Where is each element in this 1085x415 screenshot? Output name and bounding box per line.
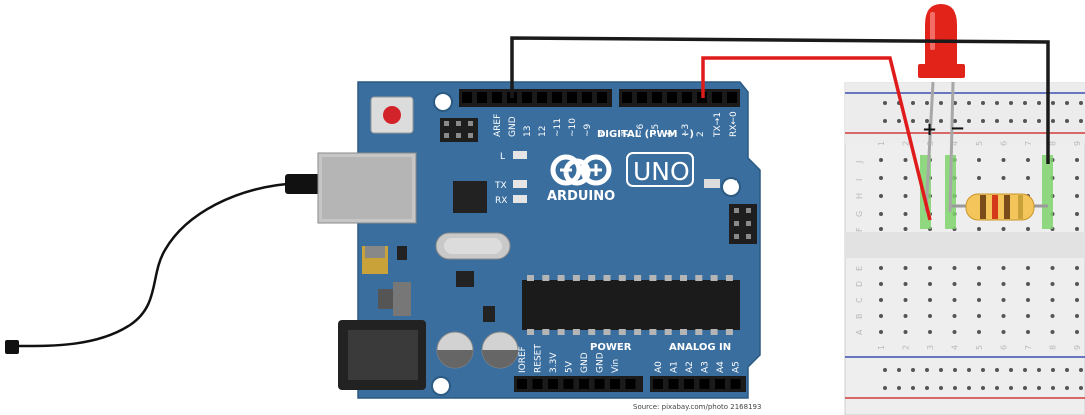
led-l-label: L — [500, 152, 505, 162]
svg-text:6: 6 — [1000, 345, 1009, 350]
svg-text:9: 9 — [1073, 141, 1082, 146]
red-led — [918, 4, 965, 213]
pin-label: A1 — [670, 361, 680, 373]
highlight-column-resistor — [1042, 155, 1053, 229]
pin-label: GND — [596, 352, 606, 373]
pin-label: A5 — [732, 361, 742, 373]
pin-label: AREF — [493, 114, 503, 137]
atmega-microcontroller — [522, 280, 740, 330]
pin-label: RESET — [534, 344, 544, 373]
svg-text:7: 7 — [1024, 345, 1033, 350]
svg-text:9: 9 — [1073, 345, 1082, 350]
svg-text:H: H — [855, 193, 864, 199]
svg-text:E: E — [855, 266, 864, 271]
svg-text:J: J — [855, 161, 864, 164]
svg-text:5: 5 — [975, 141, 984, 146]
usb-plug-end — [5, 340, 19, 354]
analog-header-label: ANALOG IN — [669, 342, 731, 353]
pin-label: ~3 — [681, 124, 691, 137]
pin-label: 3.3V — [549, 352, 559, 373]
digital-header-label: DIGITAL (PWM ~) — [597, 129, 694, 140]
pin-label: TX→1 — [713, 112, 723, 138]
pin-label: 2 — [696, 131, 706, 137]
capacitor — [481, 331, 519, 369]
svg-text:F: F — [855, 227, 864, 232]
pin-label: 7 — [621, 131, 631, 137]
pin-label: 8 — [598, 131, 608, 137]
led-tx-label: TX — [494, 181, 507, 191]
uno-badge — [626, 152, 694, 187]
pin-label: A2 — [685, 361, 695, 373]
svg-text:5: 5 — [975, 345, 984, 350]
led-minus-label: − — [950, 118, 965, 139]
pin-label: ~6 — [636, 123, 646, 137]
usb-plug — [285, 174, 320, 194]
pin-label: 4 — [666, 131, 676, 137]
pin-label: Vin — [611, 359, 621, 373]
breadboard-row-labels: J I H G F E D C B A — [855, 161, 864, 335]
svg-text:7: 7 — [1024, 141, 1033, 146]
svg-text:2: 2 — [902, 345, 911, 350]
usb-controller-chip — [453, 181, 487, 213]
source-caption: Source: pixabay.com/photo 2168193 — [633, 403, 761, 411]
svg-text:4: 4 — [951, 345, 960, 350]
pin-label: ~5 — [651, 124, 661, 137]
led-rx-label: RX — [495, 196, 507, 206]
pin-label: ~11 — [553, 118, 563, 137]
resistor — [950, 193, 1048, 221]
svg-text:8: 8 — [1049, 141, 1058, 146]
svg-text:A: A — [855, 329, 864, 335]
pin-label: ~9 — [583, 123, 593, 137]
svg-text:C: C — [855, 297, 864, 303]
pin-label: 13 — [523, 126, 533, 137]
on-label: ON — [724, 180, 738, 190]
svg-text:D: D — [855, 281, 864, 287]
pin-label: A4 — [716, 361, 726, 373]
svg-text:G: G — [855, 211, 864, 217]
svg-text:I: I — [855, 179, 864, 181]
svg-text:8: 8 — [1049, 345, 1058, 350]
highlight-column-led-plus — [920, 155, 931, 229]
arduino-logo — [550, 154, 612, 186]
svg-text:3: 3 — [926, 345, 935, 350]
power-header-label: POWER — [590, 342, 632, 353]
pin-label: GND — [508, 116, 518, 137]
pin-label: A3 — [701, 361, 711, 373]
pin-label: RX←0 — [729, 111, 739, 137]
pin-label: A0 — [654, 361, 664, 373]
digital-header-right — [619, 89, 740, 107]
capacitor — [436, 331, 474, 369]
pin-label: GND — [580, 352, 590, 373]
model-label: UNO — [633, 157, 690, 186]
digital-pin-labels: AREF GND 13 12 ~11 ~10 ~9 8 7 ~6 ~5 4 ~3 2 TX→1 RX←0 — [493, 111, 739, 138]
pin-label: IOREF — [518, 346, 528, 373]
svg-text:1: 1 — [877, 141, 886, 146]
wire-signal — [701, 56, 932, 221]
svg-text:6: 6 — [1000, 141, 1009, 146]
brand-label: ARDUINO — [547, 189, 615, 204]
power-pin-labels: IOREF RESET 3.3V 5V GND GND Vin — [518, 344, 621, 373]
wire-gnd — [510, 36, 1050, 164]
svg-text:B: B — [855, 314, 864, 320]
usb-cable — [14, 181, 301, 348]
pin-label: 5V — [565, 360, 575, 373]
pin-label: ~10 — [568, 118, 578, 137]
svg-text:4: 4 — [951, 141, 960, 146]
svg-text:1: 1 — [877, 345, 886, 350]
pin-label: 12 — [538, 126, 548, 137]
led-plus-label: + — [922, 119, 937, 140]
analog-pin-labels: A0 A1 A2 A3 A4 A5 — [654, 361, 742, 373]
svg-text:2: 2 — [902, 141, 911, 146]
arduino-uno-board — [317, 81, 761, 399]
